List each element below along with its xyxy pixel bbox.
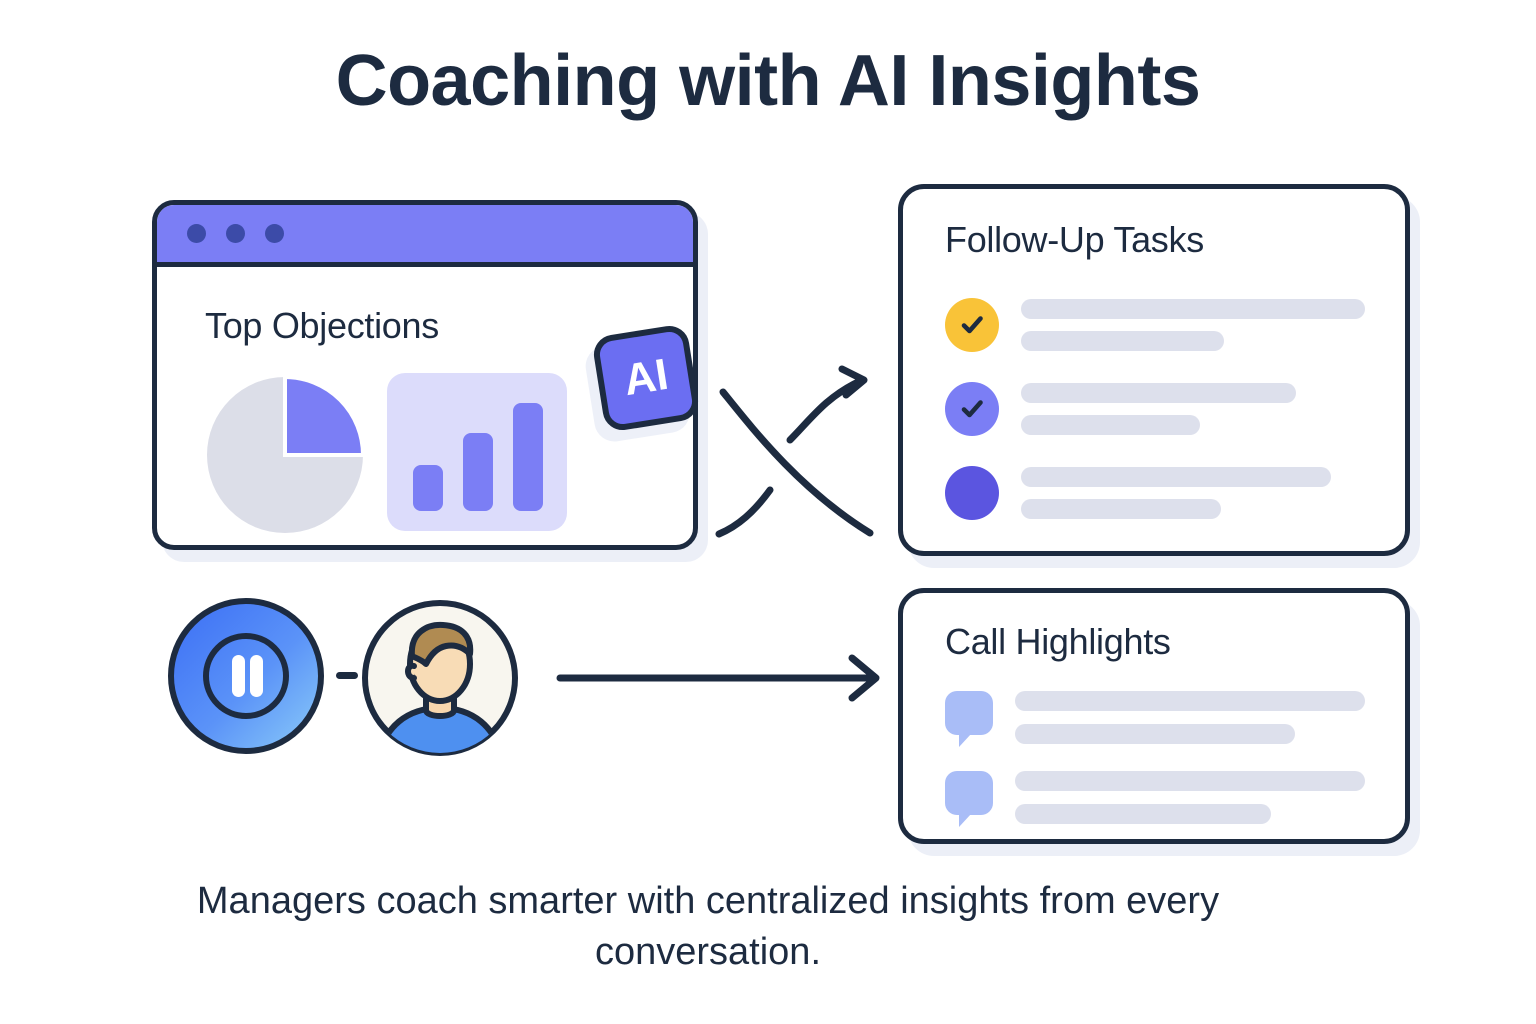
bar-3 (513, 403, 543, 511)
call-highlights-card[interactable]: Call Highlights (898, 588, 1410, 844)
check-circle-yellow-icon[interactable] (945, 298, 999, 352)
check-circle-purple-icon[interactable] (945, 382, 999, 436)
follow-up-tasks-card[interactable]: Follow-Up Tasks (898, 184, 1410, 556)
dash-connector-icon (336, 672, 358, 679)
person-avatar-icon[interactable] (360, 598, 520, 758)
page-caption: Managers coach smarter with centralized … (196, 880, 1220, 974)
page-title: Coaching with AI Insights (335, 41, 1201, 121)
dot-circle-purple-icon[interactable] (945, 466, 999, 520)
placeholder-bar (1021, 331, 1224, 351)
ai-badge-label: AI (620, 349, 672, 406)
highlight-row[interactable] (945, 689, 1365, 751)
browser-content: Top Objections (157, 267, 693, 545)
placeholder-bar (1015, 724, 1295, 744)
placeholder-bar (1021, 415, 1200, 435)
task-placeholder-lines (1021, 467, 1365, 519)
placeholder-bar (1021, 499, 1221, 519)
top-objections-heading: Top Objections (205, 305, 439, 346)
task-row[interactable] (945, 375, 1365, 443)
call-highlights-heading: Call Highlights (945, 621, 1171, 662)
highlight-placeholder-lines (1015, 769, 1365, 824)
bar-2 (463, 433, 493, 511)
speech-bubble-icon (945, 771, 993, 827)
task-row[interactable] (945, 459, 1365, 527)
window-dot-2-icon (226, 224, 245, 243)
follow-up-tasks-heading: Follow-Up Tasks (945, 219, 1204, 260)
highlight-placeholder-lines (1015, 689, 1365, 744)
highlight-row[interactable] (945, 769, 1365, 831)
pie-chart-icon (207, 375, 365, 533)
placeholder-bar (1015, 804, 1271, 824)
placeholder-bar (1021, 299, 1365, 319)
bar-chart-icon (387, 373, 567, 531)
window-dot-1-icon (187, 224, 206, 243)
pause-button-icon[interactable] (166, 596, 326, 756)
bar-1 (413, 465, 443, 511)
task-placeholder-lines (1021, 383, 1365, 435)
placeholder-bar (1015, 691, 1365, 711)
window-dot-3-icon (265, 224, 284, 243)
arrow-call-to-highlights (556, 654, 880, 702)
placeholder-bar (1021, 467, 1331, 487)
placeholder-bar (1015, 771, 1365, 791)
browser-title-bar (157, 205, 693, 267)
placeholder-bar (1021, 383, 1297, 403)
speech-bubble-icon (945, 691, 993, 747)
task-placeholder-lines (1021, 299, 1365, 351)
ai-badge-icon[interactable]: AI (591, 323, 701, 433)
task-row[interactable] (945, 291, 1365, 359)
arrow-insights-to-tasks (715, 365, 874, 538)
